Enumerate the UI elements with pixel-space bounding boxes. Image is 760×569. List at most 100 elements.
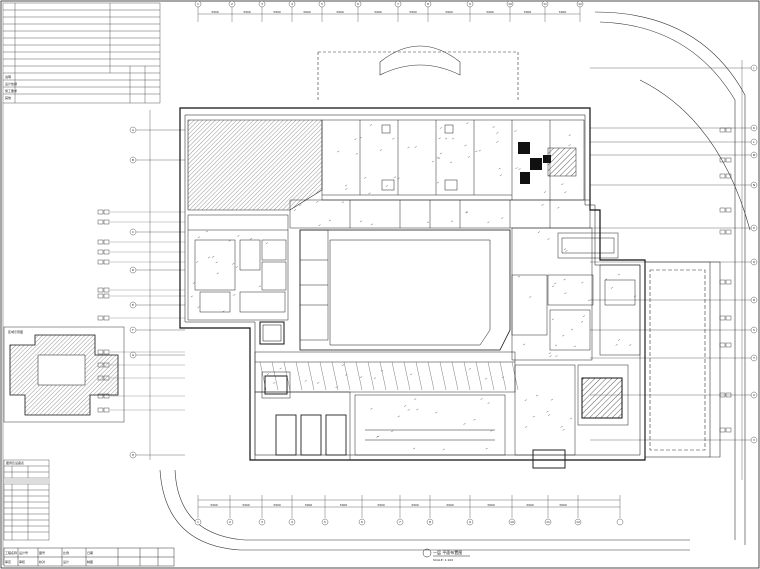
- title-block-cell: 工程名称: [5, 550, 17, 555]
- drawing-scale: SCALE: 1:100: [433, 558, 453, 562]
- grid-label-right: L: [753, 140, 755, 144]
- notes-row: 其他: [5, 95, 11, 100]
- grid-label-top: 6: [357, 2, 359, 6]
- grid-label-right: K: [753, 126, 756, 130]
- grid-label-right: N: [753, 183, 755, 187]
- legend-header: 图例及设备表: [6, 460, 24, 465]
- dimension-bottom: 3900: [210, 503, 218, 507]
- notes-table: [2, 2, 161, 104]
- west-wing: [187, 214, 329, 341]
- dimension-bottom: 3900: [446, 503, 454, 507]
- dimension-bottom: 3900: [487, 503, 495, 507]
- grid-label-bottom: 8: [429, 520, 431, 524]
- grid-label-left: F: [132, 328, 134, 332]
- grid-label-top: 9: [469, 2, 471, 6]
- hatched-stair-southeast: [581, 377, 623, 419]
- dimension-top: 3900: [211, 10, 219, 14]
- title-block-cell: 日期: [87, 550, 93, 555]
- grid-label-top: 5: [321, 2, 323, 6]
- grid-label-left: A: [132, 128, 135, 132]
- dimension-top: 3900: [559, 10, 567, 14]
- title-block-cell: 制图: [87, 559, 93, 564]
- dimension-bottom: 3900: [242, 503, 250, 507]
- dimension-bottom: 3900: [340, 503, 348, 507]
- west-stair: [259, 321, 285, 345]
- dimension-top: 3900: [243, 10, 251, 14]
- drawing-title: 一层 平面布置图: [433, 549, 462, 555]
- key-plan: [3, 326, 125, 423]
- grid-label-bottom: 4: [291, 520, 293, 524]
- drawing-title-group: 一层 平面布置图 SCALE: 1:100: [422, 548, 470, 562]
- title-block-cell: 审定: [5, 559, 11, 564]
- dimension-top: 3900: [336, 10, 344, 14]
- grid-label-bottom: 1: [197, 520, 199, 524]
- dimension-top: 3900: [486, 10, 494, 14]
- grid-label-right: S: [753, 328, 755, 332]
- dimension-top: 3900: [524, 10, 532, 14]
- grid-label-bottom: 9: [469, 520, 471, 524]
- grid-label-right: R: [753, 298, 755, 302]
- dimension-top: 3900: [409, 10, 417, 14]
- grid-label-bottom: 3: [261, 520, 263, 524]
- grid-label-right: J: [753, 66, 755, 70]
- title-block: [3, 547, 175, 567]
- dimension-bottom: 3900: [305, 503, 313, 507]
- central-courtyard: [299, 229, 511, 351]
- site-boundary: [159, 11, 751, 551]
- south-rooms: [254, 364, 629, 469]
- grid-label-left: D: [132, 268, 135, 272]
- equipment-blocks-northeast: [518, 142, 551, 184]
- dimension-bottom: 3900: [526, 503, 534, 507]
- grid-label-top: 1: [197, 2, 199, 6]
- title-block-cell: 审核: [19, 559, 25, 564]
- dimension-bottom: 3900: [411, 503, 419, 507]
- grid-label-bottom: 6: [361, 520, 363, 524]
- grid-label-left: H: [132, 453, 134, 457]
- grid-label-top: 12: [578, 2, 582, 6]
- grid-label-top: 10: [508, 2, 512, 6]
- dimension-top: 3900: [273, 10, 281, 14]
- grid-label-right: Q: [753, 260, 756, 264]
- dimension-bottom: 3900: [377, 503, 385, 507]
- grid-label-right: V: [753, 438, 756, 442]
- grid-label-bottom: 10: [510, 520, 514, 524]
- grid-label-top: 4: [291, 2, 293, 6]
- dimension-bottom: 3900: [273, 503, 281, 507]
- grid-label-top: 7: [397, 2, 399, 6]
- grid-label-left: C: [132, 230, 134, 234]
- title-block-cell: 校对: [39, 559, 45, 564]
- dimension-top: 3900: [303, 10, 311, 14]
- grid-label-top: 3: [261, 2, 263, 6]
- grid-label-top: 11: [543, 2, 547, 6]
- east-canopy: [644, 261, 721, 458]
- grid-label-left: G: [132, 353, 135, 357]
- key-plan-title: 区域示意图: [8, 329, 23, 334]
- north-corridor: [289, 199, 591, 229]
- grid-label-right: M: [753, 153, 756, 157]
- dimension-top: 3900: [445, 10, 453, 14]
- notes-row: 施工要求: [5, 88, 17, 93]
- hatched-shaft-northeast: [547, 147, 577, 177]
- grid-label-bottom: 5: [324, 520, 326, 524]
- grid-label-bottom: 2: [229, 520, 231, 524]
- legend-table: [3, 459, 50, 541]
- title-block-cell: 设计号: [19, 550, 28, 555]
- grid-label-top: 8: [427, 2, 429, 6]
- east-wing: [511, 227, 641, 361]
- grid-label-right: P: [753, 226, 755, 230]
- grid-label-left: E: [132, 303, 134, 307]
- grid-label-bottom: 11: [546, 520, 550, 524]
- notes-row: 设计依据: [5, 81, 17, 86]
- title-block-cell: 设计: [63, 559, 69, 564]
- dimension-bottom: 3900: [559, 503, 567, 507]
- grid-label-top: 2: [231, 2, 233, 6]
- title-block-cell: 比例: [63, 550, 69, 555]
- hatched-room-northwest: [187, 119, 323, 211]
- grid-label-right: T: [752, 356, 755, 360]
